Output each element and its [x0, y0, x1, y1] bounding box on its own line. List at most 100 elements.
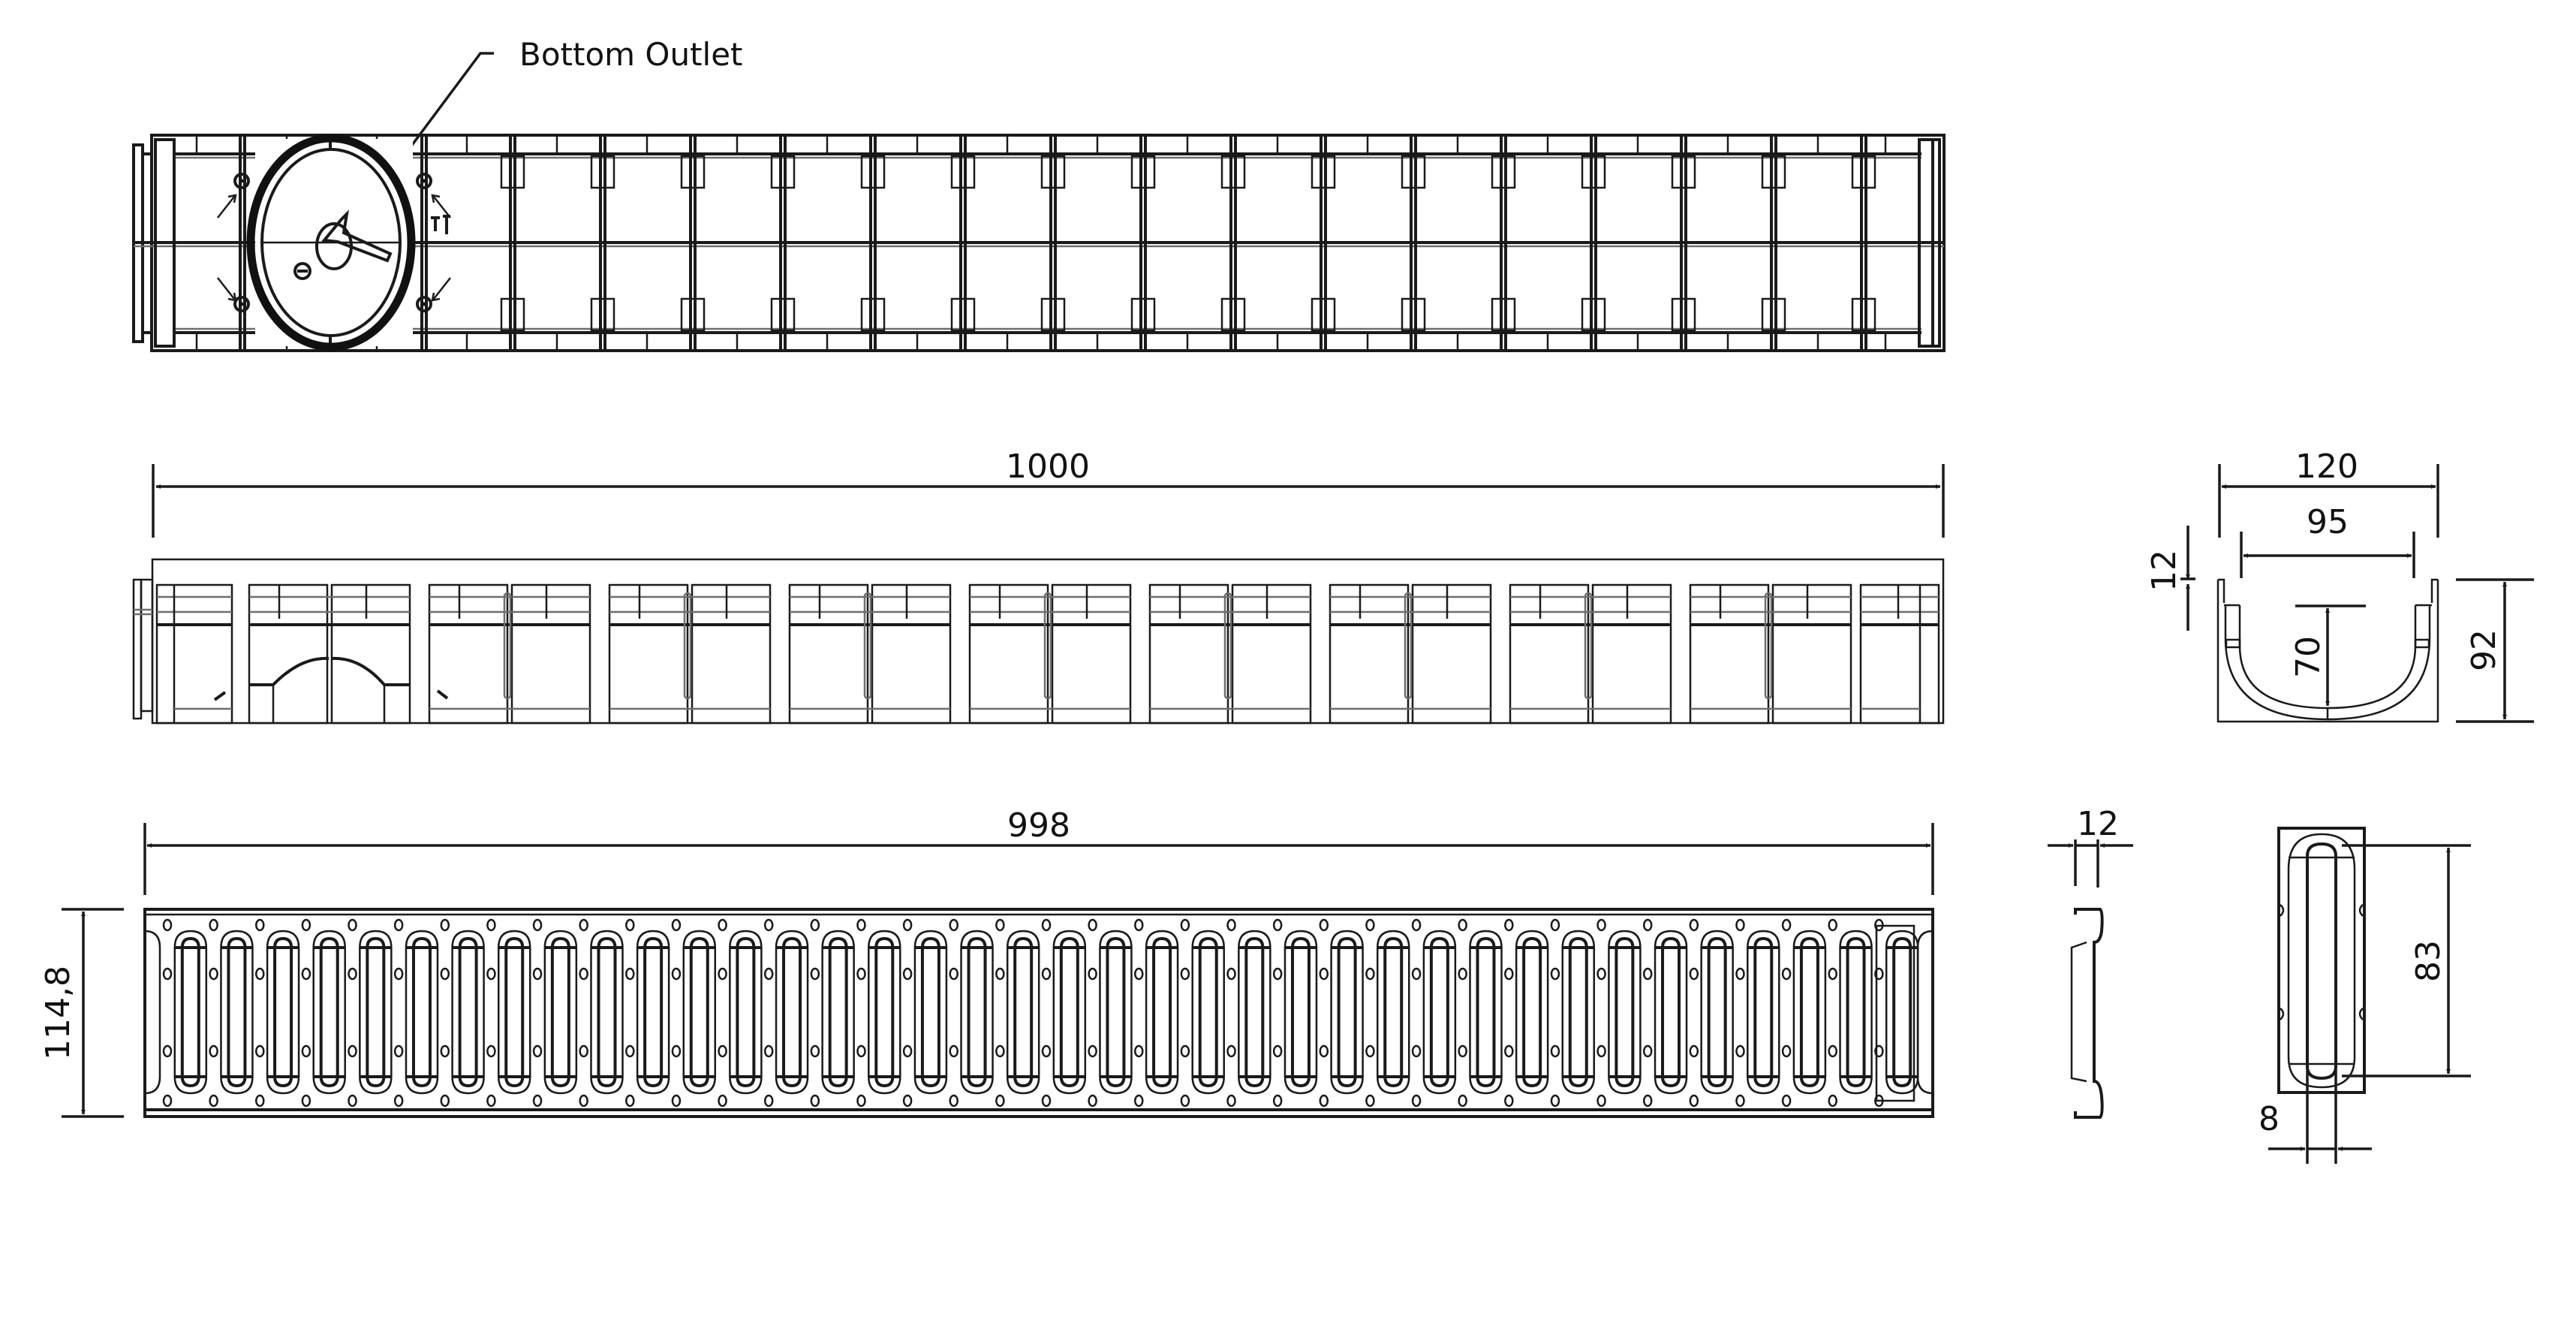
grate-hole	[995, 1044, 1005, 1058]
grate-slot	[913, 930, 948, 1095]
grate-hole	[1689, 1044, 1699, 1058]
grate-hole	[1226, 1044, 1236, 1058]
grate-slot-opening	[1013, 936, 1034, 1088]
grate-slot-opening	[736, 936, 756, 1088]
grate-hole	[1411, 1094, 1422, 1108]
grate-slot	[1330, 930, 1364, 1095]
grate-hole	[671, 1094, 682, 1108]
grate-hole	[1642, 1094, 1653, 1108]
grate-hole	[1041, 918, 1052, 932]
grate-hole	[1828, 1094, 1837, 1108]
grate-plan-view: 998 114,8	[39, 806, 1934, 1118]
grate-slot	[1561, 930, 1596, 1095]
grate-hole	[1596, 1044, 1606, 1058]
grate-slot-opening	[366, 936, 386, 1088]
grate-slot	[451, 930, 485, 1095]
grate-hole	[1642, 1044, 1653, 1058]
grate-slot-opening	[1522, 936, 1542, 1088]
grate-hole	[763, 1044, 774, 1058]
grate-hole	[1088, 1044, 1097, 1058]
grate-slot-opening	[1429, 936, 1449, 1088]
grate-slot	[1376, 930, 1410, 1095]
grate-hole	[348, 1044, 357, 1058]
grate-hole	[301, 1044, 311, 1058]
grate-slot	[1052, 930, 1087, 1095]
grate-slot-opening	[1799, 936, 1819, 1088]
grate-outline	[143, 908, 1934, 1118]
grate-hole	[486, 918, 496, 932]
grate-slot-opening	[1753, 936, 1774, 1088]
channel-top-view	[132, 134, 1946, 352]
bottom-outlet	[217, 134, 451, 351]
grate-slot	[1515, 930, 1549, 1095]
grate-hole	[255, 918, 265, 932]
grate-hole	[255, 1094, 265, 1108]
grate-slot-opening	[597, 936, 617, 1088]
grate-hole	[995, 967, 1005, 981]
grate-hole	[532, 1094, 543, 1108]
grate-slot-opening	[180, 936, 200, 1088]
grate-hole	[162, 918, 173, 932]
grate-hole	[856, 918, 866, 932]
grate-hole	[486, 1044, 496, 1058]
grate-hole	[1504, 967, 1514, 981]
grate-hole	[301, 1094, 311, 1108]
grate-slot-opening	[1198, 936, 1218, 1088]
grate-hole	[486, 1094, 496, 1108]
grate-slot	[1283, 930, 1318, 1095]
grate-slot	[1422, 930, 1457, 1095]
grate-hole	[1365, 1094, 1375, 1108]
grate-hole	[1781, 918, 1792, 932]
grate-hole	[1550, 918, 1560, 932]
grate-hole	[255, 1044, 265, 1058]
grate-slot	[359, 930, 393, 1095]
grate-hole	[1180, 967, 1190, 981]
grate-slot	[1839, 930, 1873, 1095]
grate-slot	[1747, 930, 1780, 1095]
grate-slot-opening	[227, 936, 247, 1088]
length-dimension-label: 1000	[1006, 448, 1090, 486]
grate-hole	[1596, 1094, 1606, 1108]
grate-hole	[579, 1044, 588, 1058]
grate-hole	[1272, 918, 1283, 932]
grate-slot-opening	[319, 936, 339, 1088]
grate-hole	[1550, 1094, 1560, 1108]
channel-ribs	[239, 135, 1876, 351]
grate-hole	[949, 1044, 958, 1058]
grate-slot	[173, 930, 208, 1095]
outer-width-label: 120	[2295, 448, 2358, 486]
grate-slot	[960, 930, 994, 1095]
grate-hole	[1180, 1094, 1190, 1108]
grate-hole	[856, 1044, 866, 1058]
grate-hole	[625, 1094, 635, 1108]
grate-holes	[162, 918, 1884, 1108]
grate-hole	[1226, 1094, 1236, 1108]
grate-slot-opening	[1661, 936, 1681, 1088]
grate-hole	[995, 918, 1005, 932]
grate-hole	[1504, 1094, 1514, 1108]
grate-hole	[1088, 1094, 1097, 1108]
grate-hole	[1319, 967, 1329, 981]
grate-hole	[1828, 918, 1837, 932]
grate-slot	[1469, 930, 1503, 1095]
grate-hole	[1596, 967, 1606, 981]
grate-hole	[1828, 1044, 1837, 1058]
grate-hole	[393, 967, 404, 981]
grate-hole	[301, 967, 311, 981]
grate-slot-opening	[643, 936, 664, 1088]
grate-hole	[718, 1094, 727, 1108]
grate-hole	[393, 1094, 404, 1108]
grate-hole	[625, 918, 635, 932]
side-panels	[155, 583, 449, 725]
grate-hole	[1781, 1044, 1792, 1058]
grate-hole	[162, 1094, 173, 1108]
grate-hole	[856, 1094, 866, 1108]
grate-hole	[1642, 918, 1653, 932]
grate-hole	[625, 967, 635, 981]
rebate-height-label: 12	[2145, 550, 2183, 592]
grate-slots	[173, 930, 1919, 1095]
grate-hole	[1689, 1094, 1699, 1108]
grate-hole	[301, 918, 311, 932]
outlet-ring	[246, 134, 416, 351]
